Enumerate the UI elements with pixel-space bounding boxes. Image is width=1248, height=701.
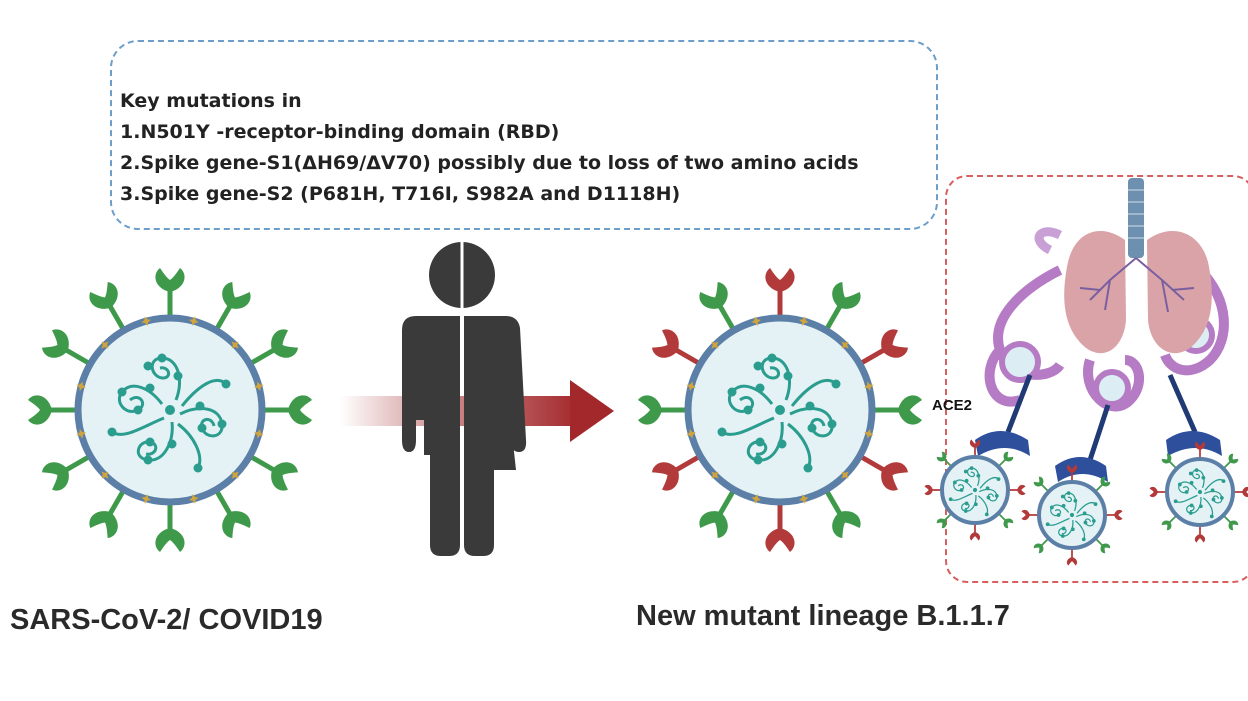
original-virus-label: SARS-CoV-2/ COVID19: [10, 604, 323, 636]
mutations-title: Key mutations in: [120, 90, 302, 112]
human-icon: [402, 242, 527, 556]
mutations-box: [110, 40, 938, 230]
ace2-label: ACE2: [932, 397, 973, 414]
mutations-text: Key mutations in 1.N501Y -receptor-bindi…: [120, 86, 940, 210]
mutation-item-3: 3.Spike gene-S2 (P681H, T716I, S982A and…: [120, 183, 681, 205]
mutation-item-2: 2.Spike gene-S1(ΔH69/ΔV70) possibly due …: [120, 152, 859, 174]
mutant-lineage-label: New mutant lineage B.1.1.7: [636, 600, 1010, 632]
lungs-icon: [984, 178, 1229, 412]
lung-infection-box: [945, 175, 1248, 583]
ace2-receptor-icon: [1005, 373, 1198, 461]
virus-icon: [28, 268, 312, 552]
mutation-item-1: 1.N501Y -receptor-binding domain (RBD): [120, 121, 560, 143]
mutant-virus-icon: [638, 268, 922, 552]
